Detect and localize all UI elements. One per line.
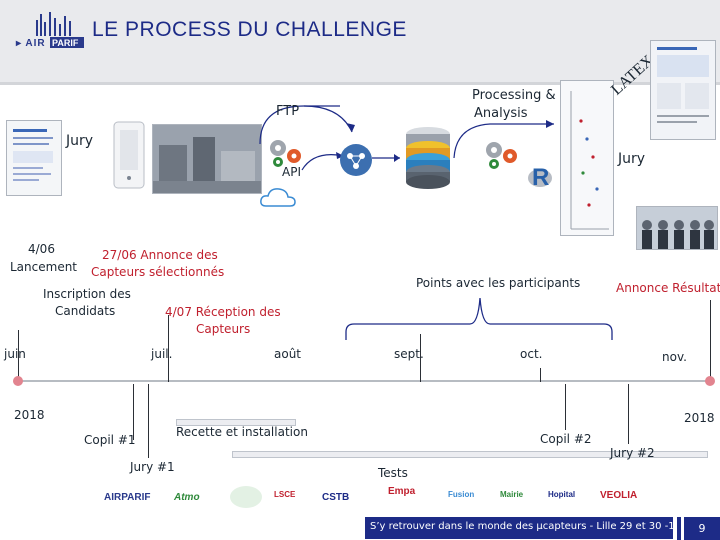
month-aout: août bbox=[274, 347, 302, 361]
header-bar bbox=[0, 0, 720, 82]
gear-icon bbox=[270, 140, 301, 167]
lancement-label: Lancement bbox=[10, 260, 78, 274]
footer-text: S’y retrouver dans le monde des μcapteur… bbox=[370, 521, 701, 532]
partner-logo: AIRPARIF bbox=[104, 492, 151, 503]
month-juil: juil. bbox=[151, 347, 173, 361]
inscription-line1: Inscription des bbox=[43, 287, 131, 301]
partner-logos: AIRPARIF Atmo LSCE CSTB Empa Fusion Mair… bbox=[104, 484, 554, 514]
copil1-label: Copil #1 bbox=[84, 433, 136, 447]
api-label: API bbox=[282, 165, 301, 179]
page-number: 9 bbox=[684, 517, 720, 540]
timeline-axis bbox=[18, 380, 708, 382]
ftp-arrow bbox=[259, 105, 355, 145]
month-juin: juin bbox=[4, 347, 26, 361]
partner-logo: Atmo bbox=[174, 492, 200, 503]
header-divider bbox=[0, 82, 720, 85]
footer-bar bbox=[365, 517, 673, 539]
report-thumbnail bbox=[650, 40, 716, 140]
tests-label: Tests bbox=[378, 466, 408, 480]
svg-text:▸ AIR: ▸ AIR bbox=[15, 38, 46, 48]
milestone-dot-juin bbox=[13, 376, 23, 386]
jury-left-label: Jury bbox=[66, 133, 94, 149]
points-bracket bbox=[345, 297, 613, 340]
network-icon bbox=[340, 144, 372, 176]
inscription-line2: Candidats bbox=[55, 304, 116, 318]
processing-label-line1: Processing & bbox=[472, 88, 556, 103]
partner-logo: Mairie bbox=[500, 490, 524, 499]
workshop-photo bbox=[152, 124, 262, 194]
tick-juil bbox=[168, 315, 169, 382]
points-participants-label: Points avec les participants bbox=[416, 276, 581, 290]
month-oct: oct. bbox=[520, 347, 543, 361]
database-icon bbox=[406, 127, 450, 189]
tick-copil2 bbox=[565, 384, 566, 430]
results-chart-thumbnail bbox=[560, 80, 614, 236]
r-logo-text: R bbox=[532, 164, 550, 191]
annonce-capteurs-line1: 27/06 Annonce des bbox=[102, 248, 218, 262]
r-logo-icon: R bbox=[528, 164, 552, 194]
milestone-dot-nov bbox=[705, 376, 715, 386]
partner-logo: CSTB bbox=[322, 492, 350, 503]
processing-label-line2: Analysis bbox=[474, 106, 528, 121]
jury1-label: Jury #1 bbox=[130, 460, 175, 474]
airparif-logo: ▸ AIR PARIF bbox=[15, 12, 84, 48]
page-title: LE PROCESS DU CHALLENGE bbox=[92, 18, 407, 41]
reception-line2: Capteurs bbox=[196, 322, 251, 336]
database-arrow bbox=[372, 154, 400, 162]
partner-logo: Fusion bbox=[448, 490, 475, 499]
tick-copil1 bbox=[133, 384, 134, 440]
sensor-device-icon bbox=[113, 121, 145, 189]
tick-jury2 bbox=[628, 384, 629, 444]
cloud-icon bbox=[260, 188, 296, 207]
tests-period-bar bbox=[232, 451, 708, 458]
month-sept: sept. bbox=[394, 347, 424, 361]
page-number-divider bbox=[677, 517, 681, 540]
year-left: 2018 bbox=[14, 408, 45, 422]
annonce-capteurs-line2: Capteurs sélectionnés bbox=[91, 265, 225, 279]
gear-icon bbox=[486, 142, 517, 169]
annonce-resultats-label: Annonce Résultats bbox=[616, 281, 720, 295]
api-arrow bbox=[301, 152, 345, 171]
reception-line1: 4/07 Réception des bbox=[165, 305, 281, 319]
application-form-thumbnail bbox=[6, 120, 62, 196]
lancement-date: 4/06 bbox=[28, 242, 55, 256]
tick-nov bbox=[710, 300, 711, 382]
tick-juin bbox=[18, 330, 19, 382]
partner-logo-leaf bbox=[230, 486, 262, 508]
partner-logo: Hopital bbox=[548, 490, 576, 499]
jury-right-label: Jury bbox=[618, 151, 646, 167]
jury2-label: Jury #2 bbox=[610, 446, 655, 460]
tick-oct bbox=[540, 368, 541, 382]
partner-logo: VEOLIA bbox=[600, 490, 638, 501]
tick-sept bbox=[420, 334, 421, 382]
copil2-label: Copil #2 bbox=[540, 432, 592, 446]
ftp-label: FTP bbox=[276, 104, 300, 119]
recette-label: Recette et installation bbox=[176, 425, 308, 439]
processing-arrow bbox=[453, 120, 554, 159]
year-right: 2018 bbox=[684, 411, 715, 425]
jury-photo bbox=[636, 206, 718, 250]
partner-logo: Empa bbox=[388, 486, 416, 497]
recette-period-bar bbox=[176, 419, 296, 426]
partner-logo: LSCE bbox=[274, 490, 296, 499]
tick-jury1 bbox=[148, 384, 149, 458]
month-nov: nov. bbox=[662, 350, 687, 364]
svg-text:PARIF: PARIF bbox=[52, 38, 79, 48]
